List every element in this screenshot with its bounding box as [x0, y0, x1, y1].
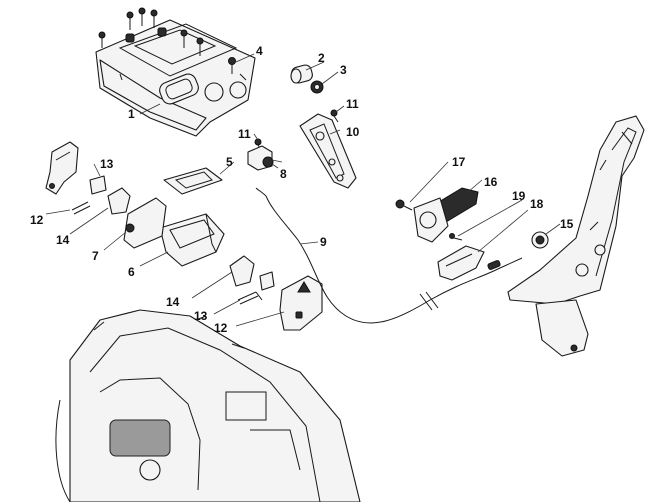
callout-14-lower: 14	[166, 295, 180, 309]
callout-9: 9	[320, 235, 327, 249]
part-11-screw-upper	[330, 109, 339, 123]
callout-10: 10	[346, 125, 360, 139]
part-14-clip-upper	[107, 187, 131, 215]
part-2-bushing	[290, 64, 313, 84]
leader-lines	[45, 53, 561, 327]
callout-3: 3	[340, 63, 347, 77]
callout-15: 15	[560, 217, 574, 231]
part-8-connector	[247, 145, 283, 171]
callout-1: 1	[128, 107, 135, 121]
part-4-screw	[228, 57, 236, 74]
handle-assembly	[507, 115, 645, 357]
part-13-pin-upper	[89, 175, 107, 195]
callout-7: 7	[92, 249, 99, 263]
part-12-lever-upper	[45, 141, 79, 195]
callout-14-upper: 14	[56, 233, 70, 247]
callout-16: 16	[484, 175, 498, 189]
part-16-trigger	[413, 187, 479, 243]
part-17-screw	[395, 199, 413, 211]
callout-19: 19	[512, 189, 526, 203]
callout-labels: 1 2 3 4 5 6 7 8 9 10 11 11 12 12 13 13 1…	[30, 44, 574, 335]
part-19-screw	[449, 233, 463, 241]
callout-18: 18	[530, 197, 544, 211]
callout-11-upper: 11	[346, 97, 359, 111]
callout-11-lower: 11	[238, 127, 251, 141]
part-1-housing	[95, 7, 256, 137]
callout-4: 4	[256, 44, 263, 58]
callout-6: 6	[128, 265, 135, 279]
part-12-lever-lower	[279, 275, 323, 331]
callout-13-upper: 13	[100, 157, 114, 171]
part-15-nut	[531, 231, 549, 249]
part-12-rod-lower	[237, 291, 263, 305]
part-9-cable	[255, 187, 523, 324]
callout-5: 5	[226, 155, 233, 169]
backplate-frame	[55, 309, 361, 502]
part-18-lever	[437, 245, 485, 281]
callout-2: 2	[318, 51, 325, 65]
part-6-cover	[159, 213, 225, 267]
callout-12-lower: 12	[214, 321, 228, 335]
callout-13-lower: 13	[194, 309, 208, 323]
part-10-bracket	[299, 113, 357, 189]
part-13-pin-lower	[259, 271, 275, 291]
callout-12-upper: 12	[30, 213, 44, 227]
part-5-gasket	[163, 167, 223, 195]
callout-8: 8	[280, 167, 287, 181]
callout-17: 17	[452, 155, 466, 169]
part-12-rod-upper	[71, 201, 91, 215]
part-3-nut	[310, 80, 324, 94]
part-1-screws	[98, 7, 204, 56]
part-7-sleeve	[123, 197, 167, 249]
part-14-clip-lower	[229, 255, 255, 287]
